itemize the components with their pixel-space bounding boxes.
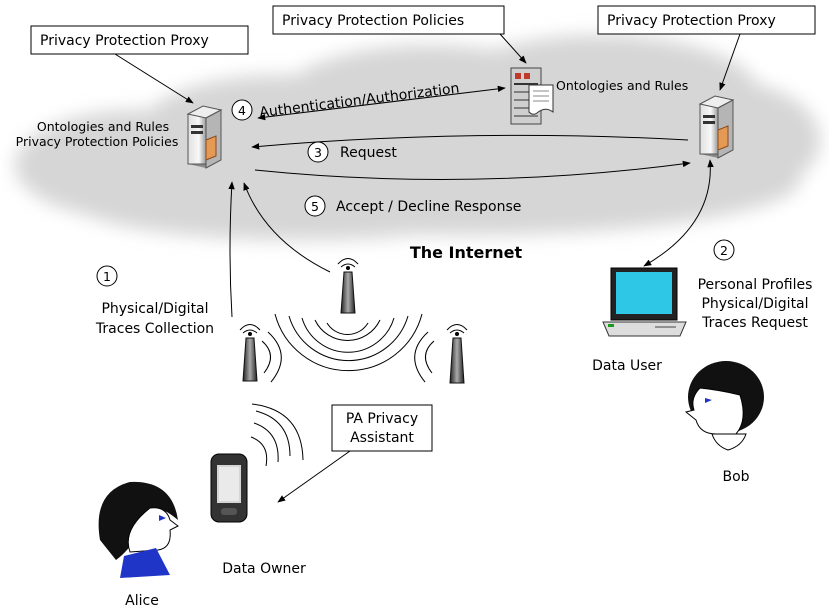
antenna-top-icon bbox=[337, 258, 359, 314]
step-5-number: 5 bbox=[311, 199, 319, 214]
step-2-label-line1: Personal Profiles bbox=[698, 277, 813, 293]
step-5-label: Accept / Decline Response bbox=[336, 199, 521, 215]
right-proxy-server-icon bbox=[698, 95, 735, 159]
request-arrow bbox=[251, 134, 689, 150]
profile-request-arrow bbox=[643, 159, 714, 267]
alice-avatar bbox=[98, 481, 179, 578]
computer-icon bbox=[602, 267, 687, 337]
proxy-right-callout bbox=[719, 33, 741, 91]
antenna-right-icon bbox=[446, 324, 468, 384]
data-owner-label: Data Owner bbox=[222, 561, 306, 577]
bob-avatar bbox=[684, 361, 764, 451]
proxy-left-box: Privacy Protection Proxy bbox=[30, 25, 249, 55]
antenna-left-icon bbox=[239, 324, 261, 382]
step-1-label-line2: Traces Collection bbox=[95, 321, 214, 337]
proxy-left-line2: Privacy Protection Policies bbox=[16, 134, 179, 149]
policies-callout bbox=[499, 33, 527, 64]
policies-box: Privacy Protection Policies bbox=[272, 5, 505, 35]
left-proxy-server-icon bbox=[186, 105, 223, 169]
step-5-marker: 5 bbox=[304, 195, 326, 217]
step-1-marker: 1 bbox=[96, 265, 118, 287]
step-3-marker: 3 bbox=[307, 141, 329, 163]
assistant-callout bbox=[277, 450, 351, 503]
proxy-left-title: Privacy Protection Proxy bbox=[40, 33, 209, 49]
proxy-left-line1: Ontologies and Rules bbox=[37, 119, 169, 134]
pda-device-icon bbox=[210, 453, 248, 523]
step-4-number: 4 bbox=[238, 103, 246, 118]
policies-server-label: Ontologies and Rules bbox=[556, 78, 688, 93]
step-2-number: 2 bbox=[720, 243, 728, 258]
proxy-left-callout bbox=[114, 53, 194, 104]
step-1-label-line1: Physical/Digital bbox=[101, 301, 208, 317]
assistant-line1: PA Privacy bbox=[346, 411, 418, 427]
assistant-box: PA Privacy Assistant bbox=[331, 404, 433, 452]
collection-arrow-2 bbox=[243, 182, 331, 273]
data-user-label: Data User bbox=[592, 358, 662, 374]
auth-arrow bbox=[257, 85, 506, 121]
step-3-label: Request bbox=[340, 145, 397, 161]
policies-title: Privacy Protection Policies bbox=[282, 13, 464, 29]
signal-waves bbox=[250, 313, 435, 467]
proxy-right-box: Privacy Protection Proxy bbox=[597, 5, 816, 35]
assistant-line2: Assistant bbox=[350, 430, 414, 446]
step-2-label-line2: Physical/Digital bbox=[701, 296, 808, 312]
bob-name: Bob bbox=[722, 469, 749, 485]
internet-cloud bbox=[15, 35, 820, 240]
internet-label: The Internet bbox=[410, 243, 523, 262]
step-2-label-line3: Traces Request bbox=[701, 315, 808, 331]
policies-server-icon bbox=[510, 67, 554, 125]
proxy-right-title: Privacy Protection Proxy bbox=[607, 13, 776, 29]
step-4-marker: 4 bbox=[231, 99, 253, 121]
step-1-number: 1 bbox=[103, 269, 111, 284]
step-2-marker: 2 bbox=[713, 239, 735, 261]
collection-arrow-1 bbox=[228, 181, 235, 318]
response-arrow bbox=[254, 160, 691, 180]
step-3-number: 3 bbox=[314, 145, 322, 160]
alice-name: Alice bbox=[125, 593, 159, 609]
